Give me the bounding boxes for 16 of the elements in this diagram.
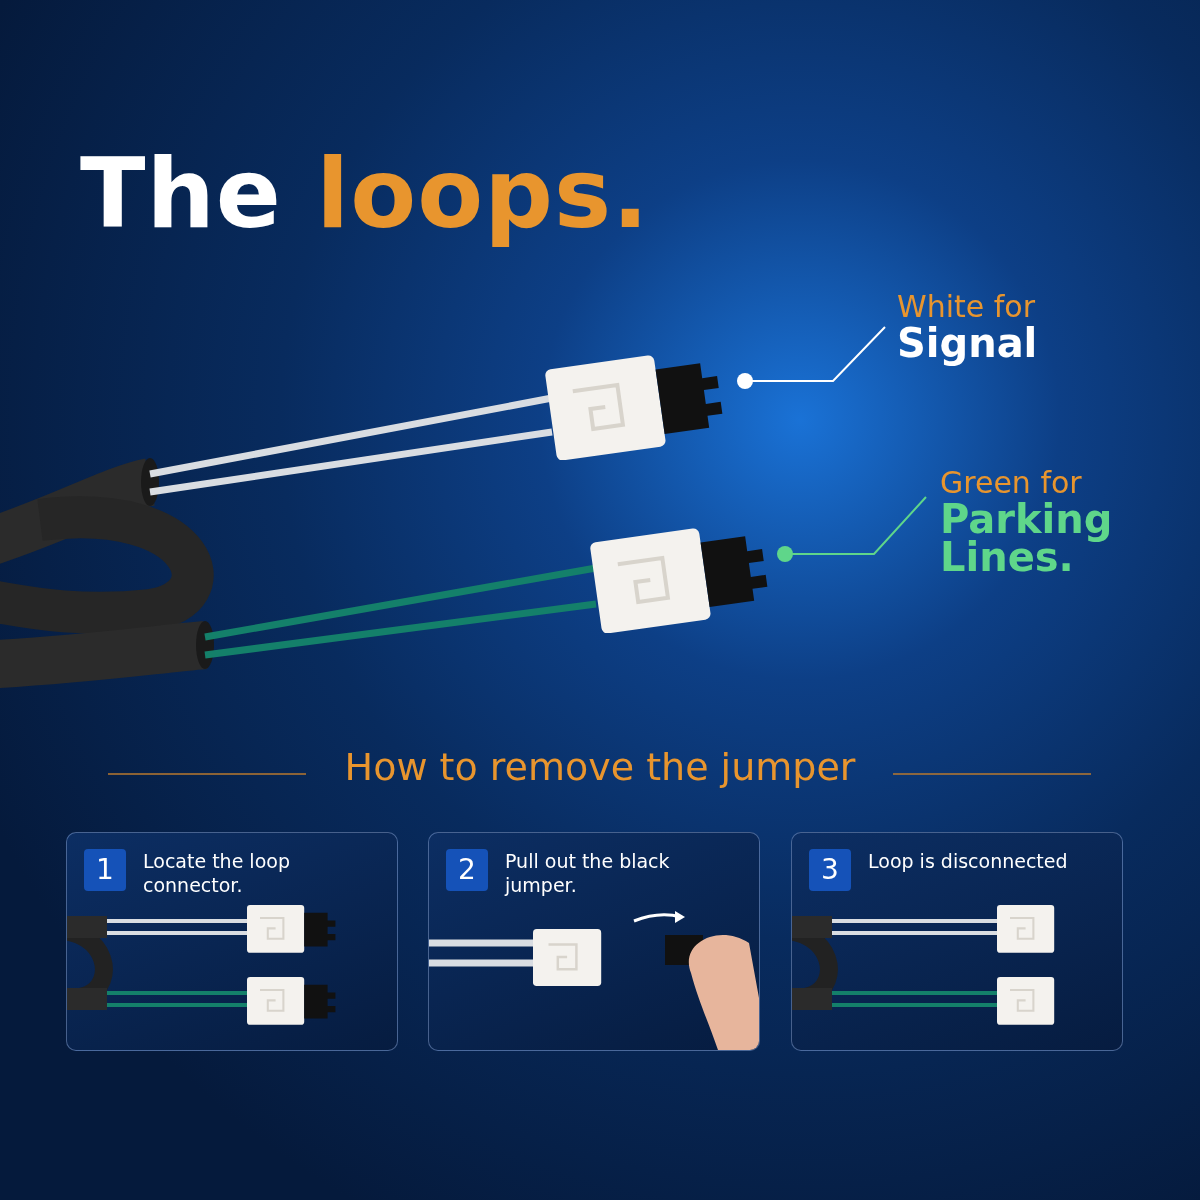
callout-heading: Green for xyxy=(940,466,1083,500)
callout-label: Parking Lines. xyxy=(940,500,1114,576)
step-card xyxy=(428,832,760,1051)
callout-heading: White for xyxy=(897,290,1037,324)
section-heading: How to remove the jumper xyxy=(344,745,856,789)
step-instruction: Locate the loop connector. xyxy=(143,849,291,897)
step-instruction: Loop is disconnected xyxy=(868,849,1069,873)
step-number: 3 xyxy=(809,849,851,891)
step-number: 1 xyxy=(84,849,126,891)
step-number: 2 xyxy=(446,849,488,891)
step-card xyxy=(791,832,1123,1051)
leader-line xyxy=(777,496,927,562)
step-instruction: Pull out the black jumper. xyxy=(505,849,671,897)
leader-line xyxy=(737,326,886,389)
title: The loops. xyxy=(80,138,650,250)
step-card xyxy=(66,832,398,1051)
